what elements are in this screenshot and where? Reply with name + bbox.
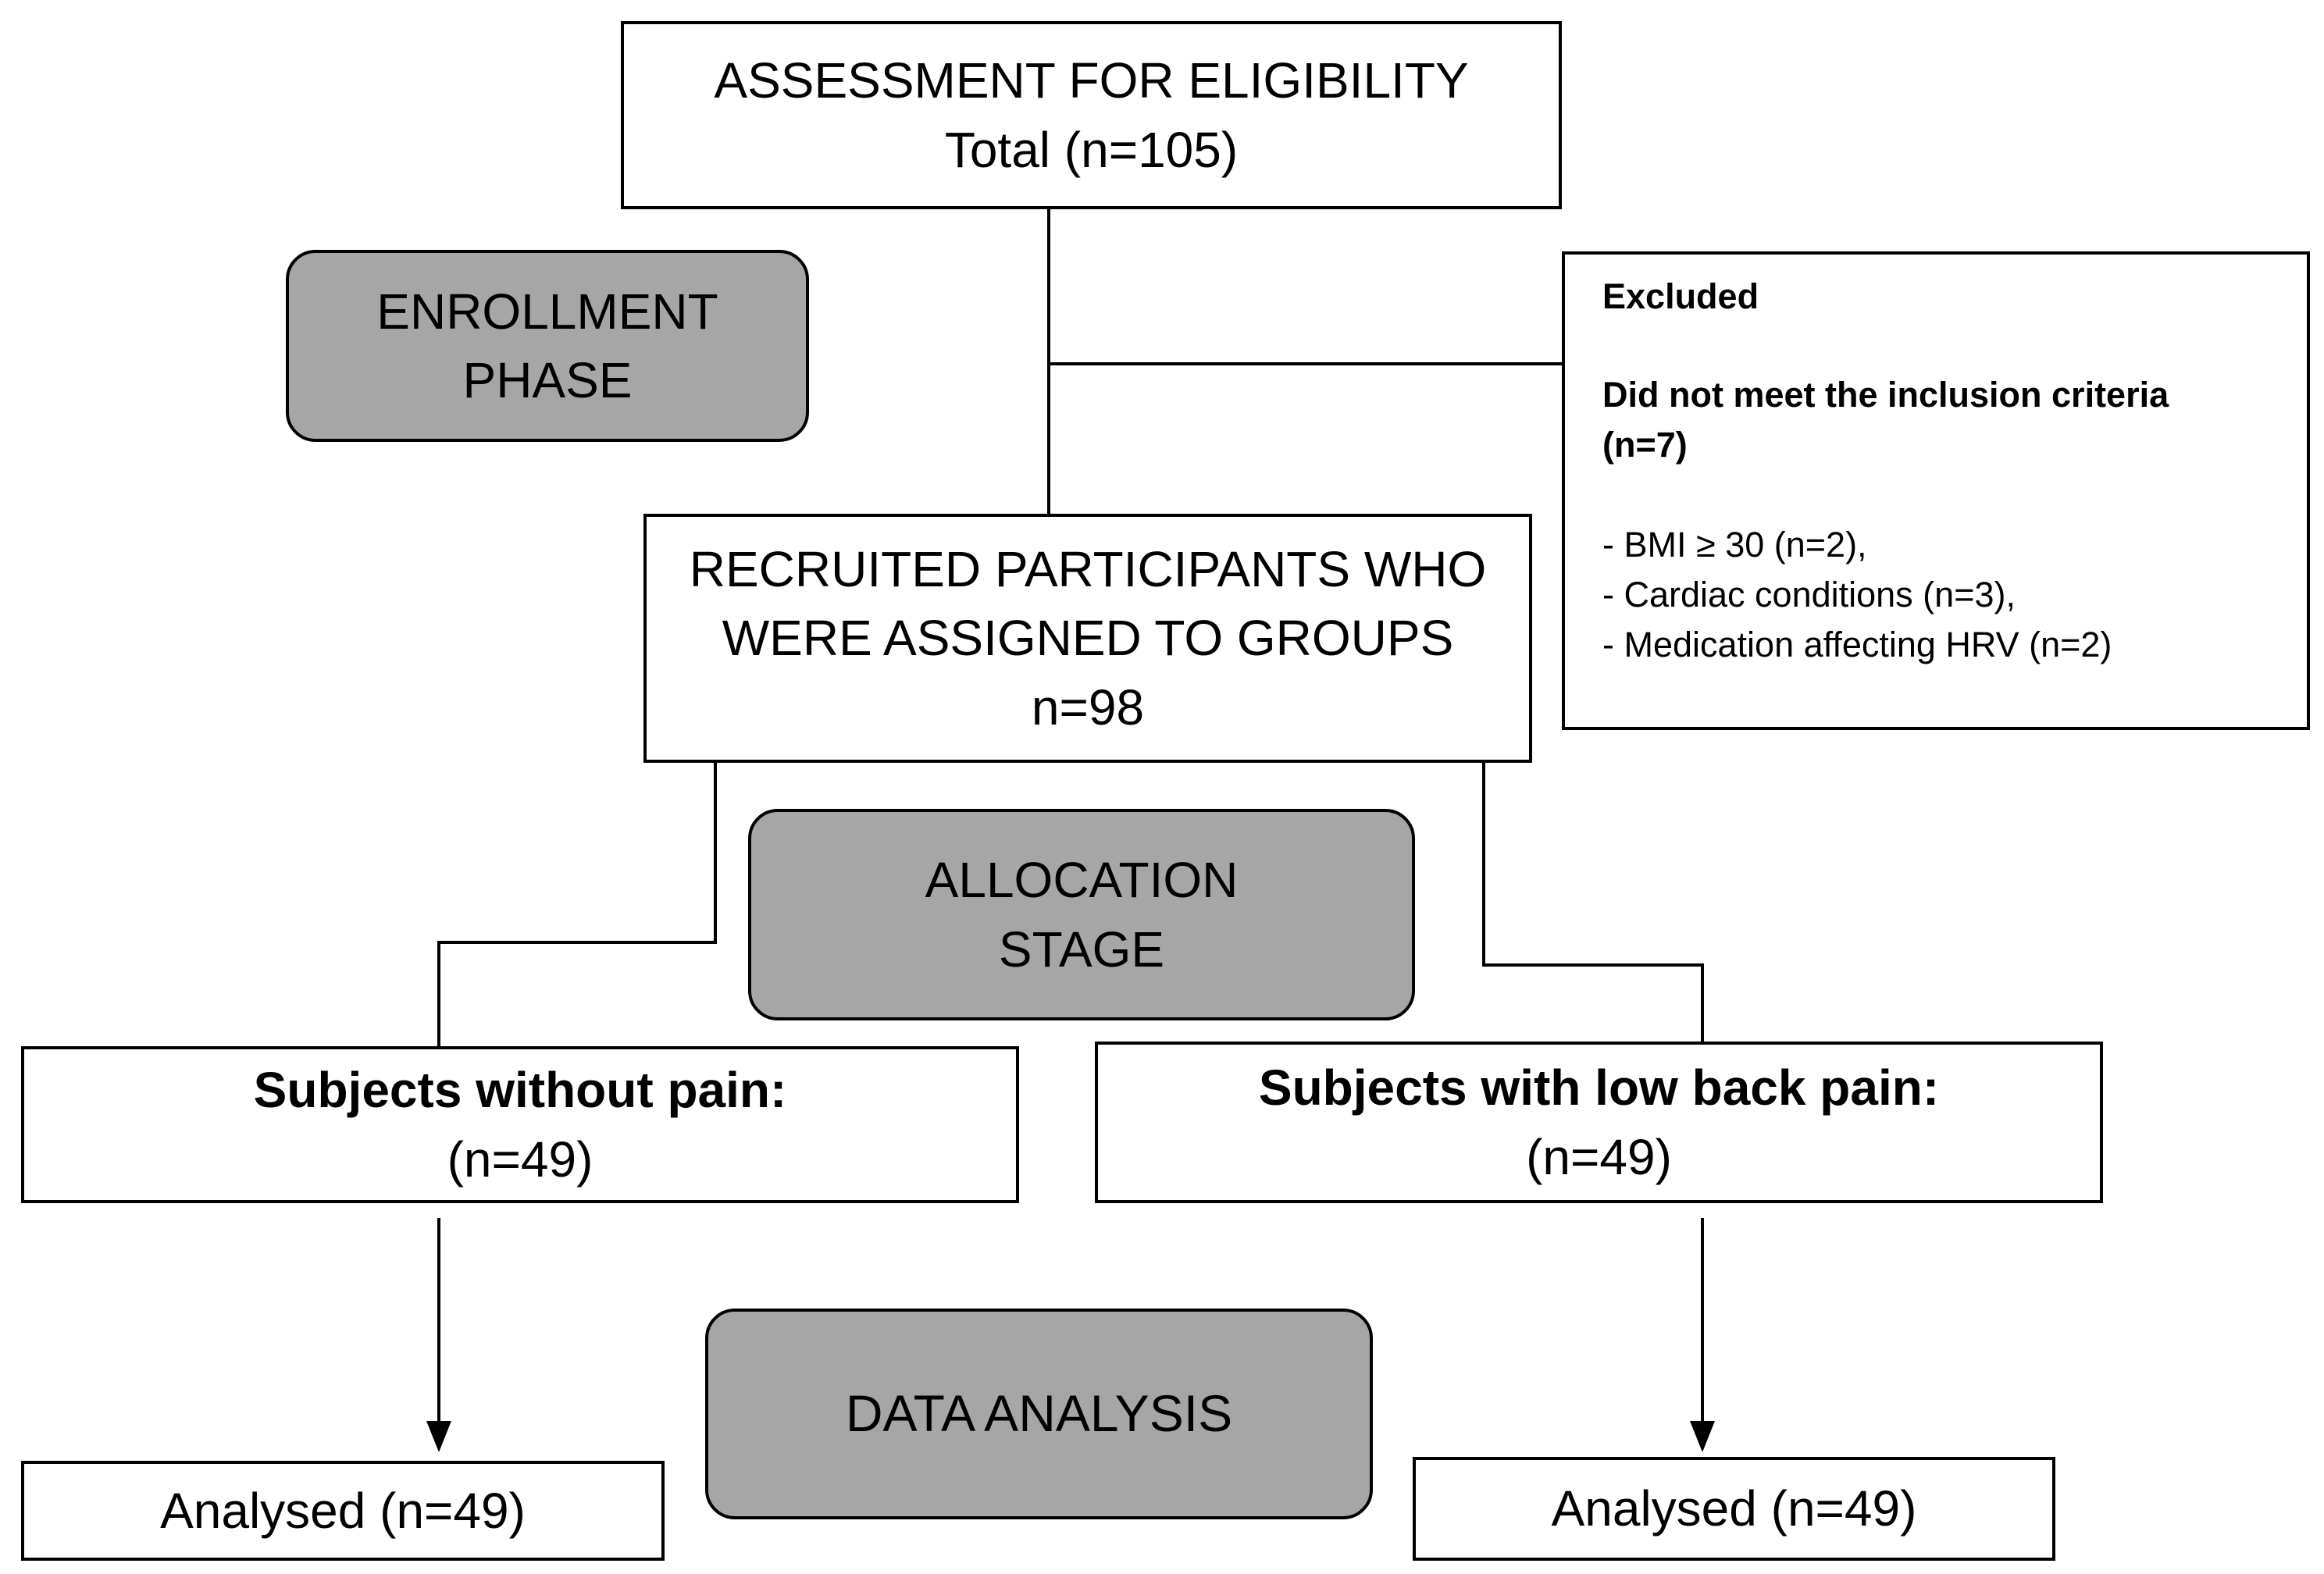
assessment-title: ASSESSMENT FOR ELIGIBILITY bbox=[714, 52, 1469, 109]
data-analysis-stage: DATA ANALYSIS bbox=[705, 1309, 1373, 1519]
analysed-right-label: Analysed (n=49) bbox=[1551, 1480, 1917, 1537]
recruited-line1: RECRUITED PARTICIPANTS WHO bbox=[689, 541, 1487, 598]
enrollment-stage-line1: ENROLLMENT bbox=[376, 283, 718, 340]
group-no-pain-title: Subjects without pain: bbox=[253, 1062, 787, 1119]
excluded-reason: Did not meet the inclusion criteria bbox=[1602, 375, 2169, 415]
excluded-item: - Medication affecting HRV (n=2) bbox=[1602, 625, 2112, 664]
group-low-back-pain-title: Subjects with low back pain: bbox=[1258, 1059, 1940, 1116]
connector-recruited-to-no-pain bbox=[437, 763, 717, 1046]
excluded-reason-count: (n=7) bbox=[1602, 425, 1688, 465]
analysed-left-label: Analysed (n=49) bbox=[160, 1482, 526, 1539]
data-analysis-label: DATA ANALYSIS bbox=[845, 1384, 1233, 1443]
allocation-stage-line1: ALLOCATION bbox=[925, 852, 1239, 909]
analysed-left-box: Analysed (n=49) bbox=[21, 1461, 665, 1561]
enrollment-stage: ENROLLMENT PHASE bbox=[286, 250, 809, 442]
group-no-pain-box: Subjects without pain: (n=49) bbox=[21, 1046, 1019, 1203]
connector-recruited-to-low-back-pain bbox=[1482, 763, 1704, 1042]
analysed-right-box: Analysed (n=49) bbox=[1413, 1457, 2055, 1561]
group-no-pain-count: (n=49) bbox=[447, 1131, 593, 1188]
allocation-stage-line2: STAGE bbox=[998, 921, 1165, 978]
excluded-item: - BMI ≥ 30 (n=2), bbox=[1602, 525, 1867, 564]
excluded-title: Excluded bbox=[1602, 276, 1759, 316]
recruited-count: n=98 bbox=[1031, 678, 1145, 735]
allocation-stage: ALLOCATION STAGE bbox=[748, 809, 1415, 1020]
group-low-back-pain-count: (n=49) bbox=[1526, 1128, 1672, 1185]
arrowhead-right bbox=[1690, 1421, 1715, 1452]
excluded-item: - Cardiac conditions (n=3), bbox=[1602, 575, 2016, 614]
arrowhead-left bbox=[426, 1421, 451, 1452]
assessment-total: Total (n=105) bbox=[944, 121, 1239, 178]
assessment-box: ASSESSMENT FOR ELIGIBILITY Total (n=105) bbox=[621, 21, 1562, 209]
recruited-line2: WERE ASSIGNED TO GROUPS bbox=[722, 610, 1454, 667]
group-low-back-pain-box: Subjects with low back pain: (n=49) bbox=[1095, 1042, 2103, 1203]
recruited-box: RECRUITED PARTICIPANTS WHO WERE ASSIGNED… bbox=[643, 514, 1532, 763]
enrollment-stage-line2: PHASE bbox=[462, 352, 633, 408]
excluded-box: Excluded Did not meet the inclusion crit… bbox=[1562, 251, 2310, 730]
